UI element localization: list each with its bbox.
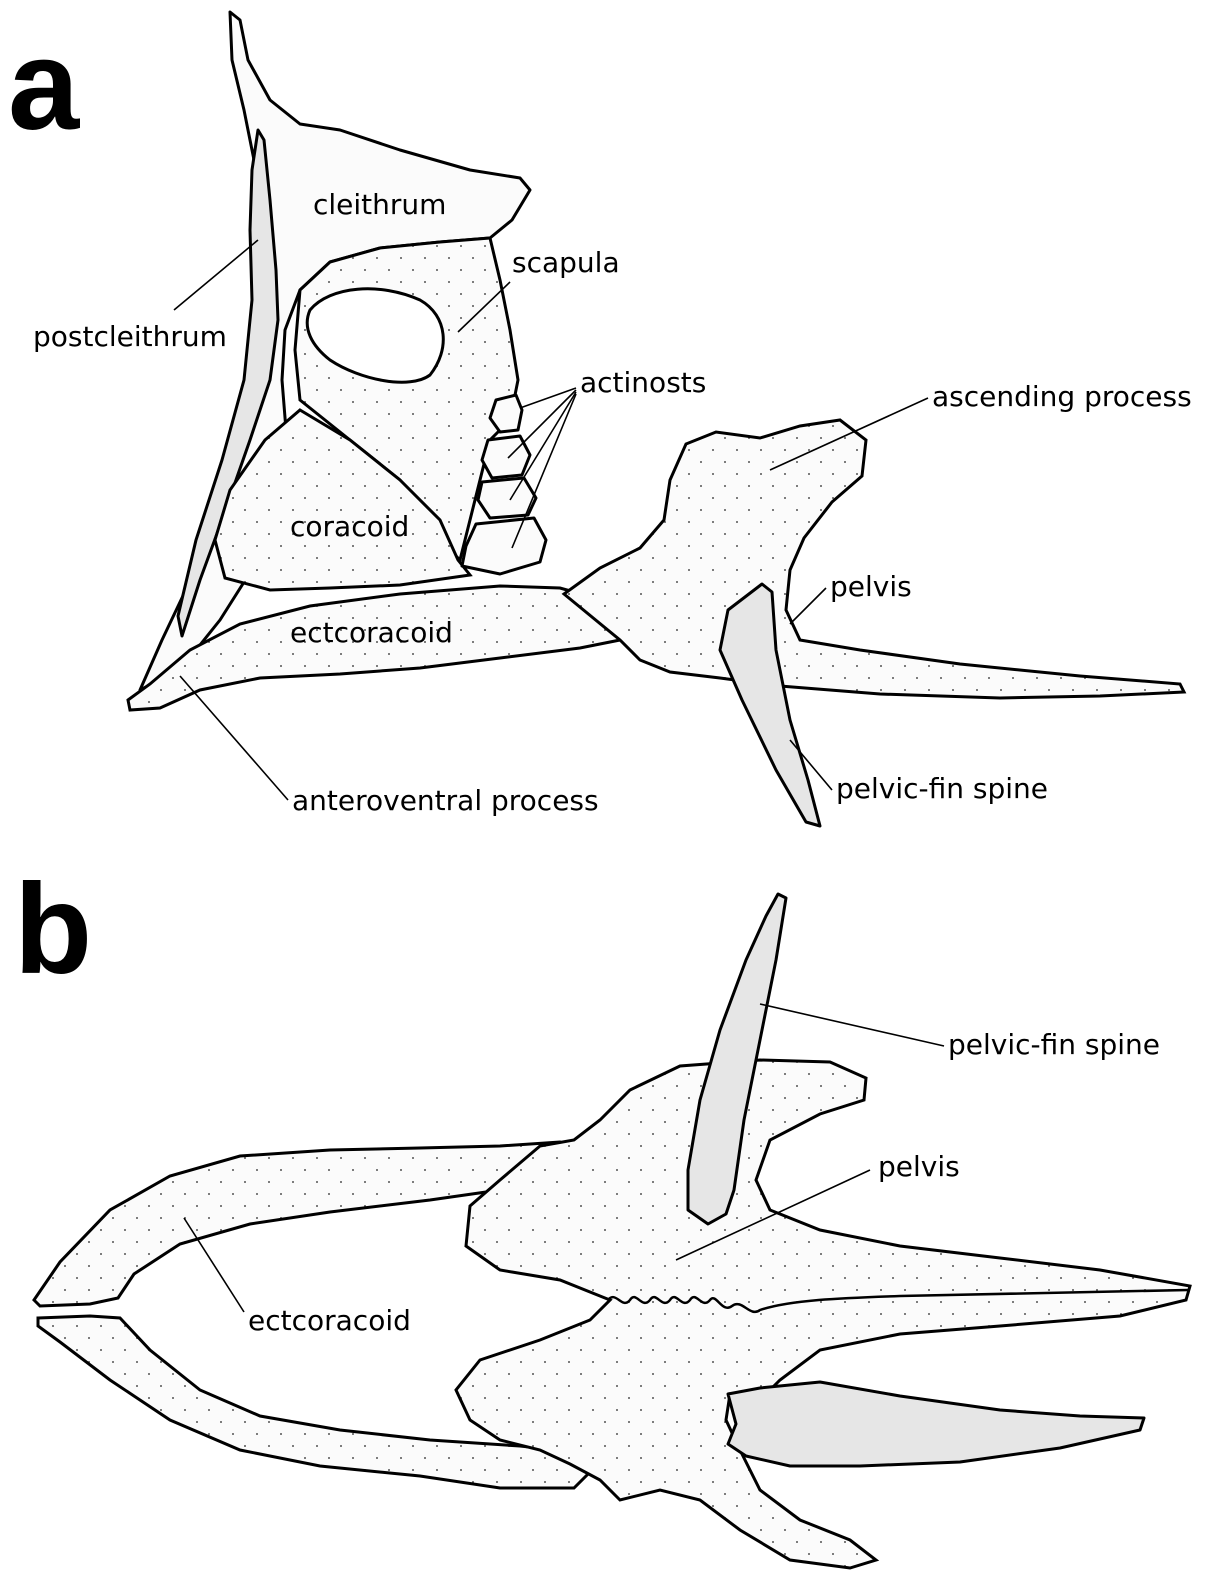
label-ectcoracoid-a: ectcoracoid xyxy=(290,616,453,649)
label-ectcoracoid-b: ectcoracoid xyxy=(248,1304,411,1337)
leader-pelvis-a xyxy=(790,588,826,624)
pelvis-posterior-process-lower xyxy=(728,1382,1144,1466)
label-pelvis-a: pelvis xyxy=(830,570,912,603)
leader-pelvic-fin-spine-b xyxy=(760,1004,944,1046)
label-postcleithrum: postcleithrum xyxy=(33,320,227,353)
label-scapula: scapula xyxy=(512,246,620,279)
actinost-1 xyxy=(490,395,522,432)
label-anteroventral-process: anteroventral process xyxy=(292,784,599,817)
label-pelvis-b: pelvis xyxy=(878,1150,960,1183)
panel-letter-b: b xyxy=(14,866,92,994)
leader-postcleithrum xyxy=(174,240,258,310)
label-cleithrum: cleithrum xyxy=(313,188,446,221)
pelvis-bone-a xyxy=(564,420,1184,698)
leader-anteroventral-process xyxy=(180,676,288,800)
label-actinosts: actinosts xyxy=(580,366,706,399)
panel-b-drawing: pelvic-fin spine pelvis ectcoracoid xyxy=(34,894,1190,1568)
panel-a-drawing: cleithrum scapula postcleithrum actinost… xyxy=(33,12,1192,826)
pelvis-bone-b xyxy=(456,1060,1190,1568)
actinost-4 xyxy=(462,518,546,574)
label-pelvic-fin-spine-b: pelvic-fin spine xyxy=(948,1028,1160,1061)
label-pelvic-fin-spine-a: pelvic-fin spine xyxy=(836,772,1048,805)
pelvic-fin-spine-a xyxy=(720,584,820,826)
label-ascending-process: ascending process xyxy=(932,380,1192,413)
panel-letter-a: a xyxy=(8,22,79,150)
label-coracoid: coracoid xyxy=(290,510,409,543)
